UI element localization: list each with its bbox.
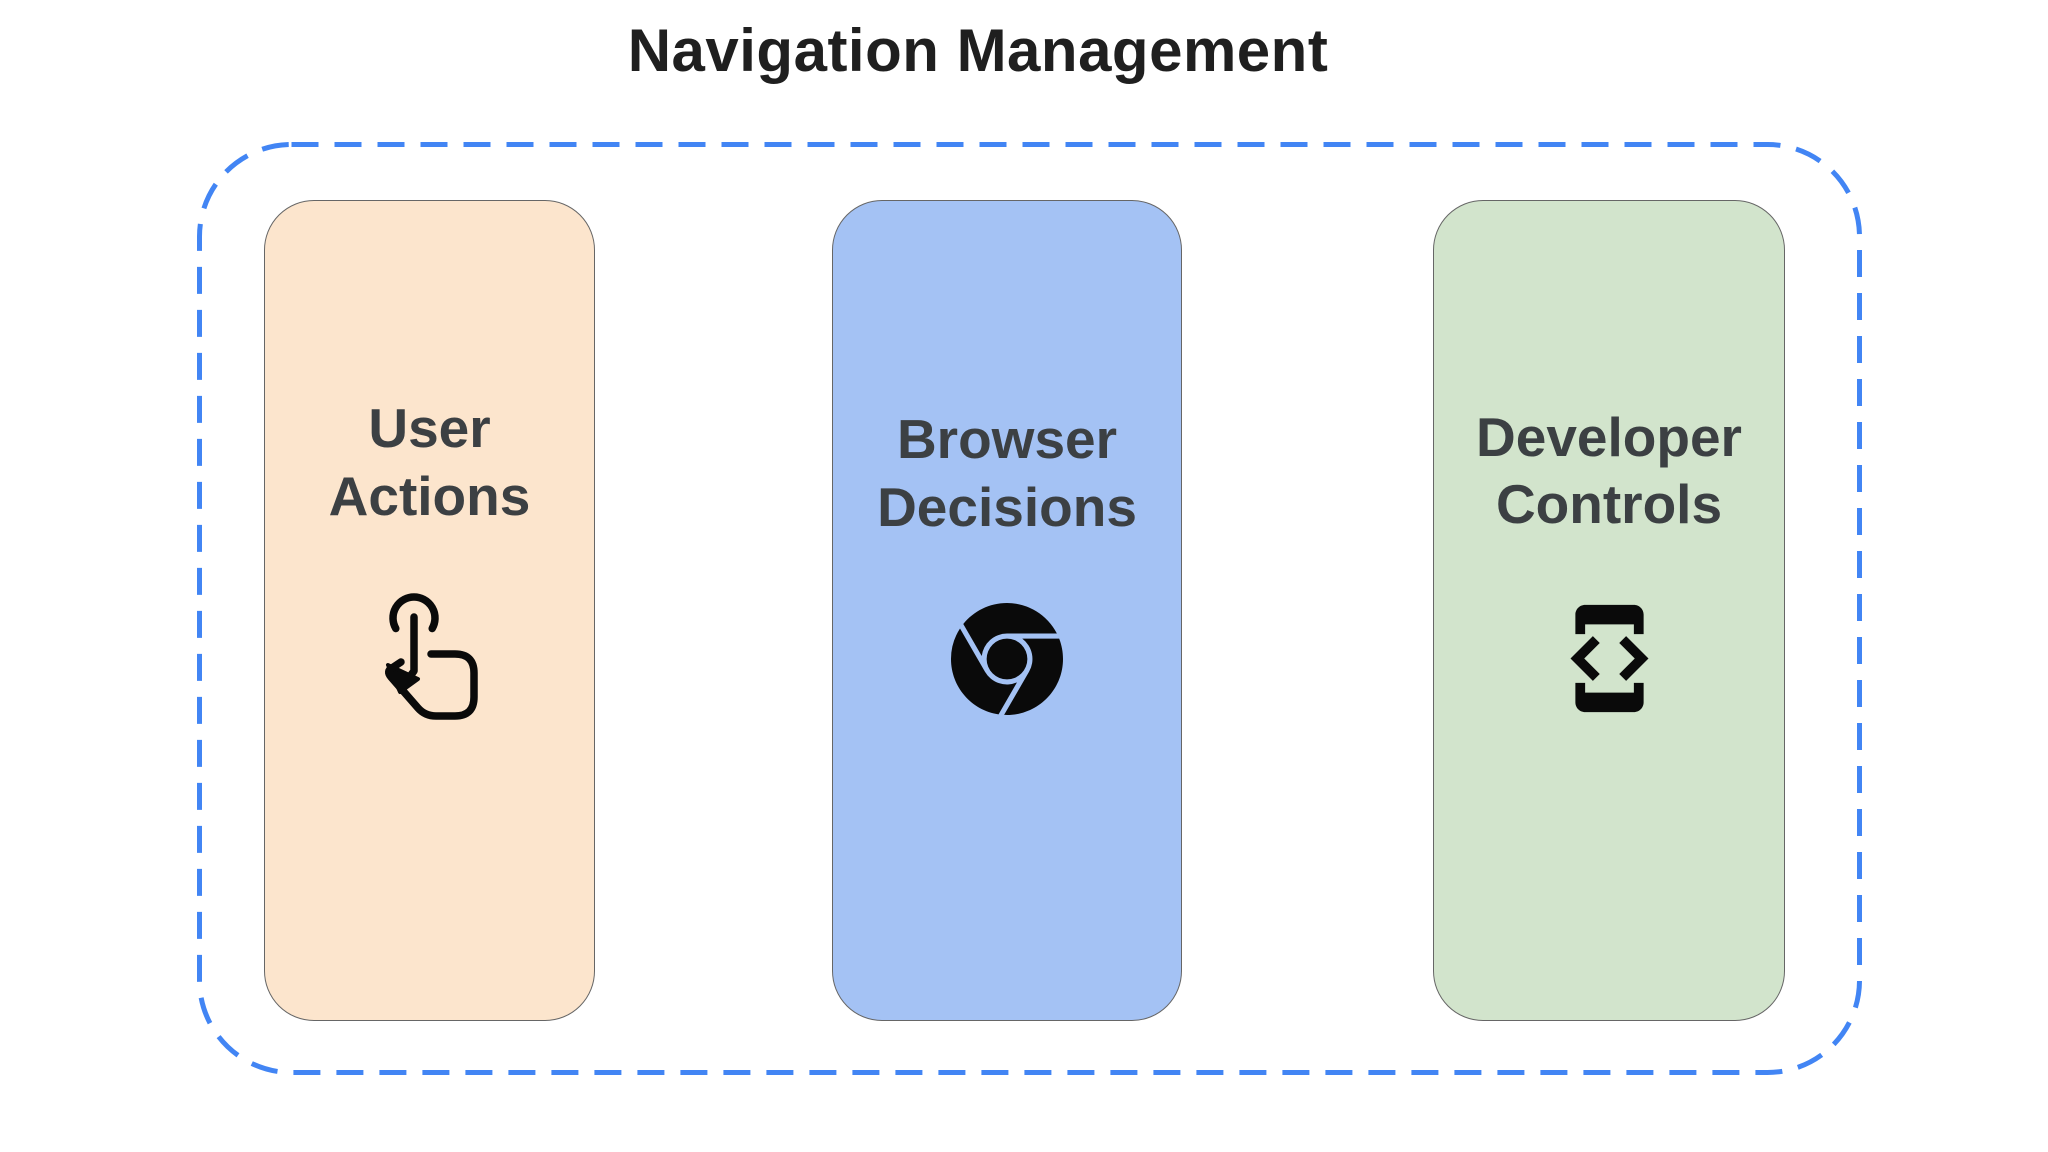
card-user-actions-label: User Actions [328,397,531,527]
card-browser-decisions-label: Browser Decisions [877,408,1137,538]
card-user-actions: User Actions [264,200,595,1021]
card-developer-controls-label: Developer Controls [1476,405,1742,535]
chrome-browser-icon [950,602,1063,715]
developer-mode-icon [1551,600,1668,717]
card-browser-decisions: Browser Decisions [832,200,1182,1021]
dashed-boundary-rect [197,142,1862,1075]
page-title: Navigation Management [627,17,1329,84]
tap-gesture-icon [378,592,482,726]
card-developer-controls: Developer Controls [1433,200,1785,1021]
